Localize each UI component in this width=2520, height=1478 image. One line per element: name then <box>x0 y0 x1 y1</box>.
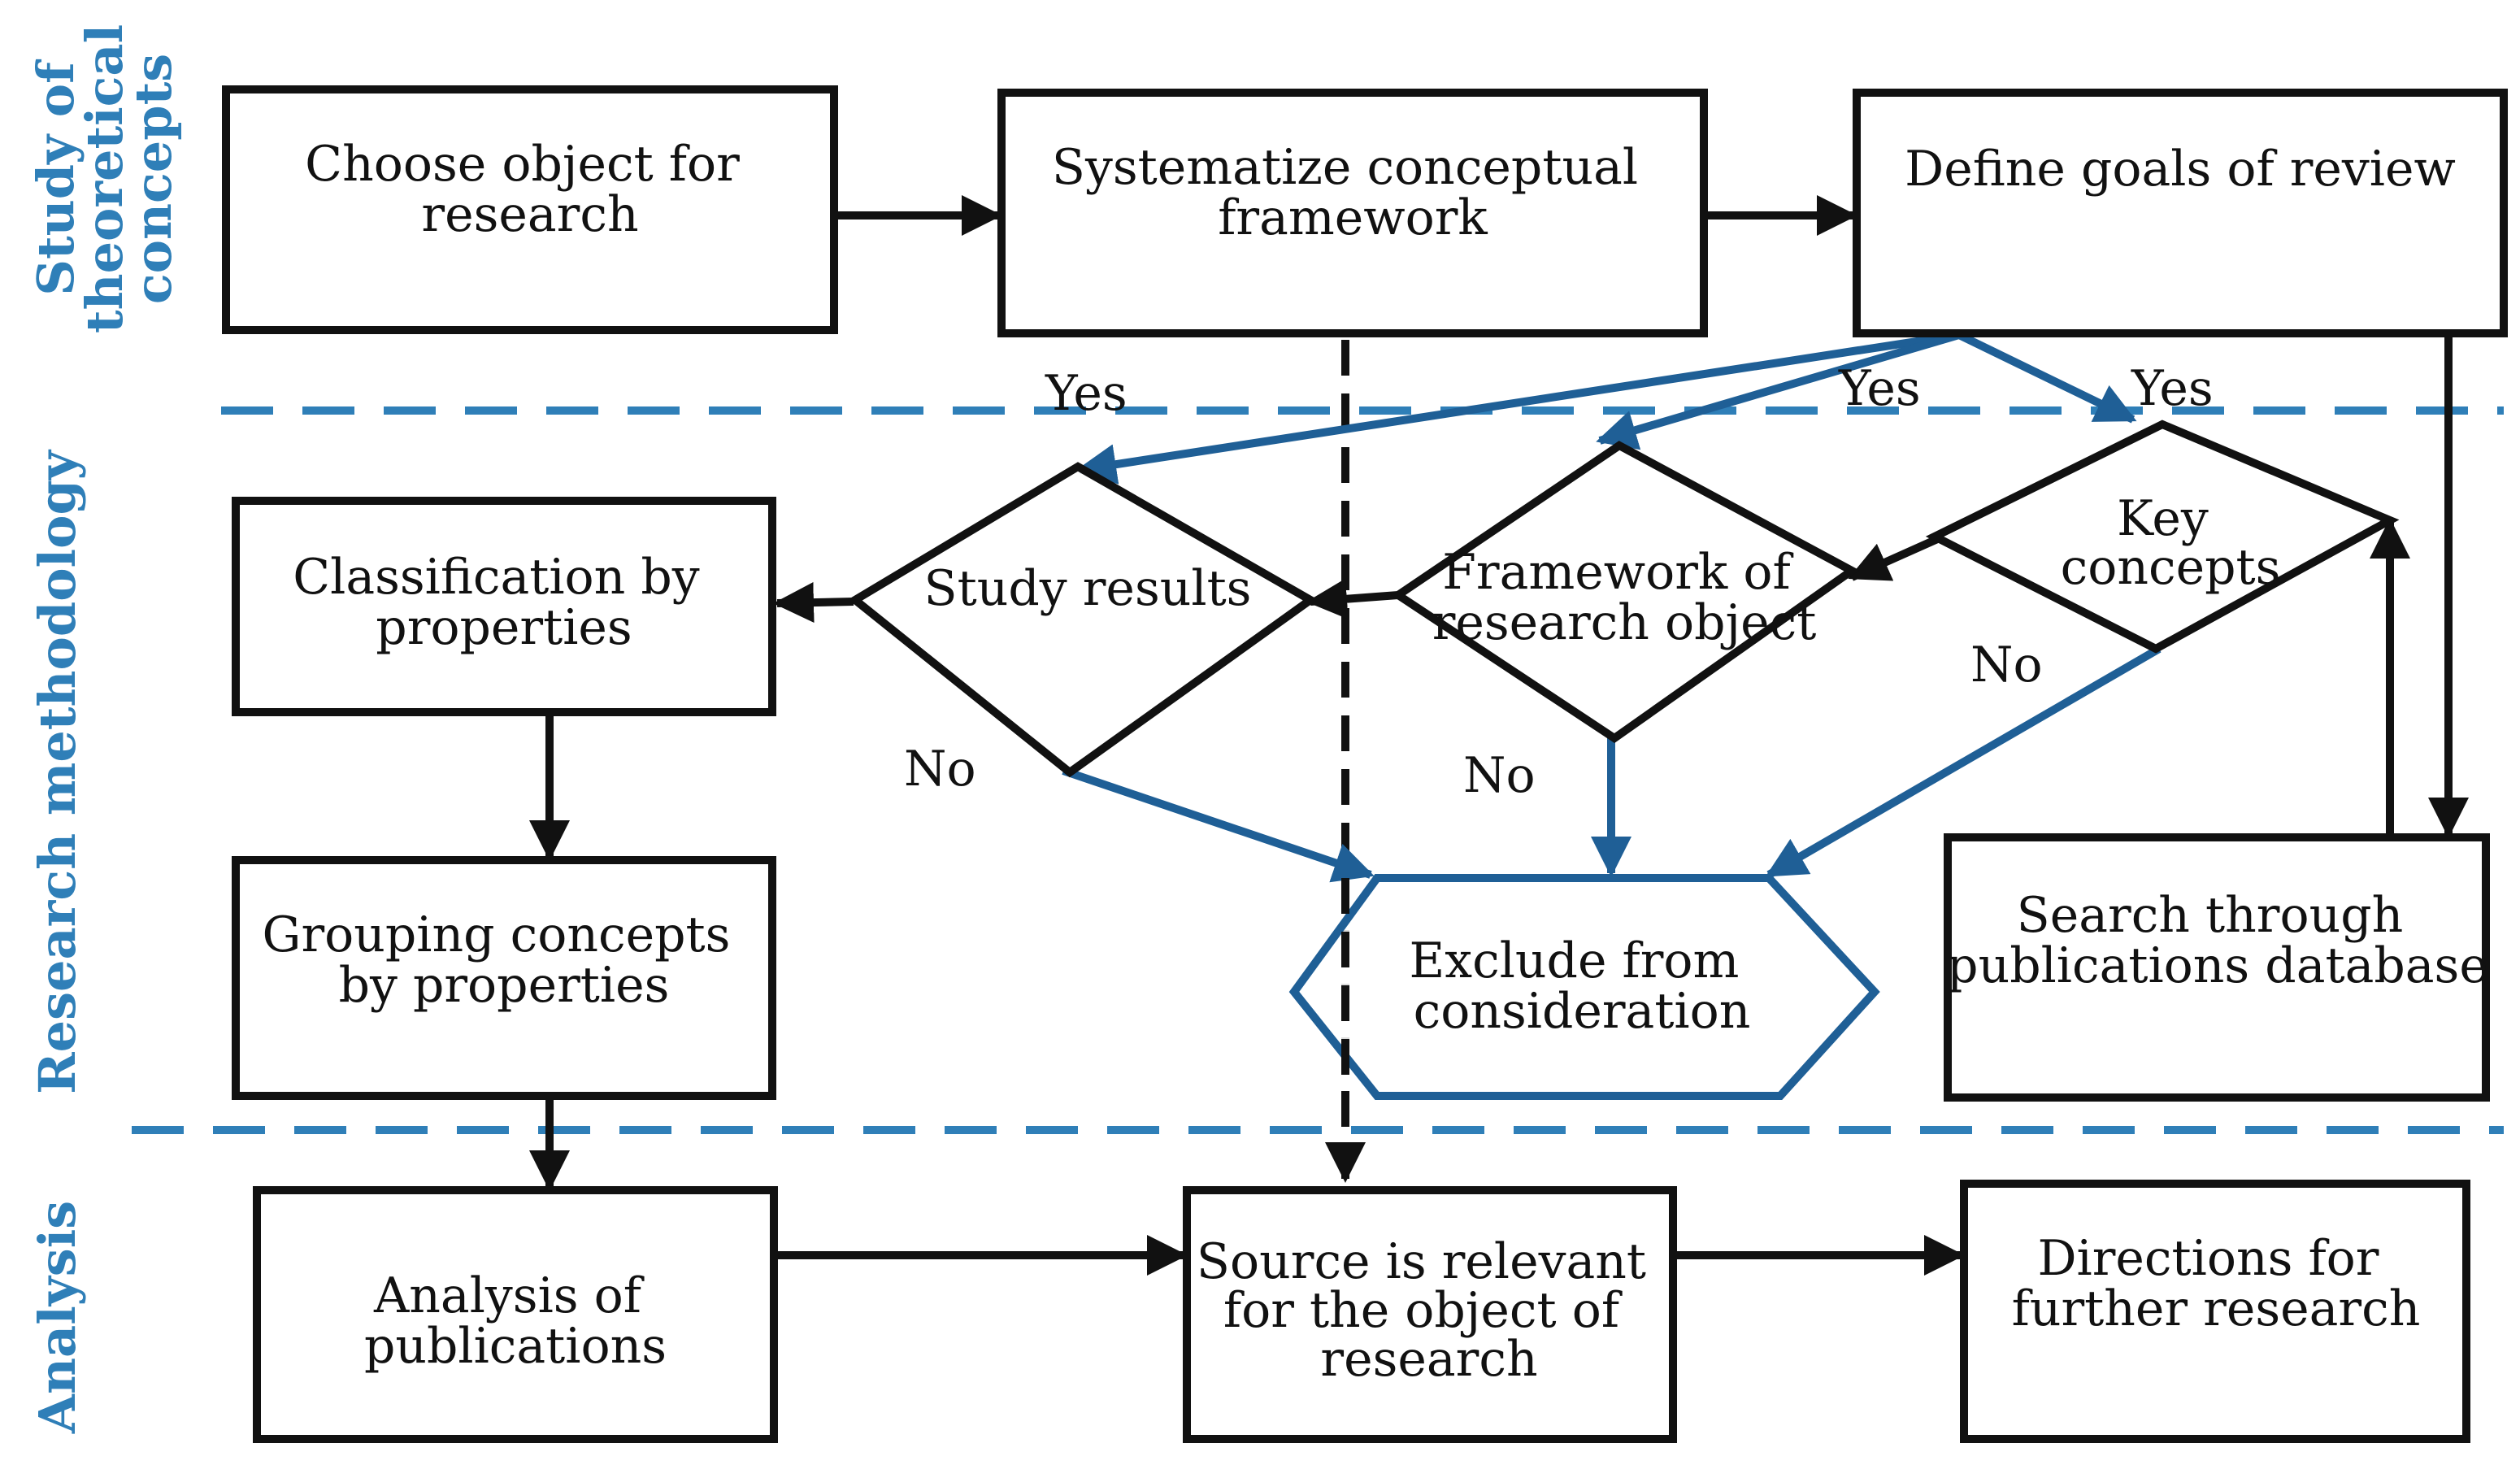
svg-text:concepts: concepts <box>124 54 183 304</box>
edge-label-yes-key: Yes <box>2131 360 2214 417</box>
edge-study-no-to-exclude <box>1062 767 1375 883</box>
node-search-db <box>1944 833 2490 1102</box>
edge-goals-to-key <box>1957 331 2137 424</box>
node-systematize <box>997 89 1708 337</box>
edge-goals-to-framework <box>1596 331 1961 450</box>
node-exclude <box>1288 874 1880 1100</box>
node-analysis-pub <box>253 1186 778 1443</box>
node-label-classification: Classification by properties <box>293 549 715 656</box>
node-classification <box>232 497 776 716</box>
edge-key-no-to-exclude <box>1765 645 2162 879</box>
node-study-results <box>848 462 1319 778</box>
node-label-systematize: Systematize conceptual framework <box>1052 139 1653 246</box>
node-framework-object <box>1391 441 1860 744</box>
svg-text:Study of: Study of <box>26 59 85 296</box>
node-label-exclude: Exclude from consideration <box>1409 932 1754 1040</box>
edge-framework-to-study <box>1306 578 1399 619</box>
section-label-method: Research methodology <box>28 449 87 1094</box>
node-label-define-goals: Define goals of review <box>1905 141 2456 198</box>
node-directions <box>1960 1180 2470 1443</box>
node-label-search-db: Search through publications database <box>1947 887 2488 994</box>
edge-key-to-framework <box>1848 533 1945 581</box>
edge-label-yes-study: Yes <box>1045 365 1127 422</box>
node-label-source-relevant: Source is relevant for the object of res… <box>1197 1233 1662 1388</box>
node-source-relevant <box>1183 1186 1677 1443</box>
edge-label-no-key: No <box>1970 637 2043 693</box>
edge-goals-to-study <box>1075 331 1960 485</box>
node-grouping <box>232 856 776 1100</box>
node-label-directions: Directions for further research <box>2012 1230 2421 1337</box>
node-label-analysis-pub: Analysis of publications <box>364 1267 667 1375</box>
node-label-choose-object: Choose object for research <box>305 136 755 243</box>
node-label-grouping: Grouping concepts by properties <box>263 906 746 1014</box>
node-label-framework-object: Framework of research object <box>1432 544 1817 651</box>
node-define-goals <box>1853 89 2508 337</box>
node-choose-object <box>222 85 838 334</box>
edge-label-yes-framework: Yes <box>1838 360 1921 417</box>
section-label-analysis: Analysis <box>28 1201 87 1434</box>
edge-study-to-classification <box>773 582 854 624</box>
node-label-study-results: Study results <box>924 560 1252 617</box>
edge-label-no-study: No <box>904 741 976 798</box>
node-key-concepts <box>1925 419 2400 654</box>
section-label-theory: Study of theoretical concepts <box>26 24 183 333</box>
svg-text:theoretical: theoretical <box>75 24 134 333</box>
node-label-key-concepts: Key concepts <box>2061 490 2281 596</box>
edge-label-no-framework: No <box>1463 747 1536 804</box>
